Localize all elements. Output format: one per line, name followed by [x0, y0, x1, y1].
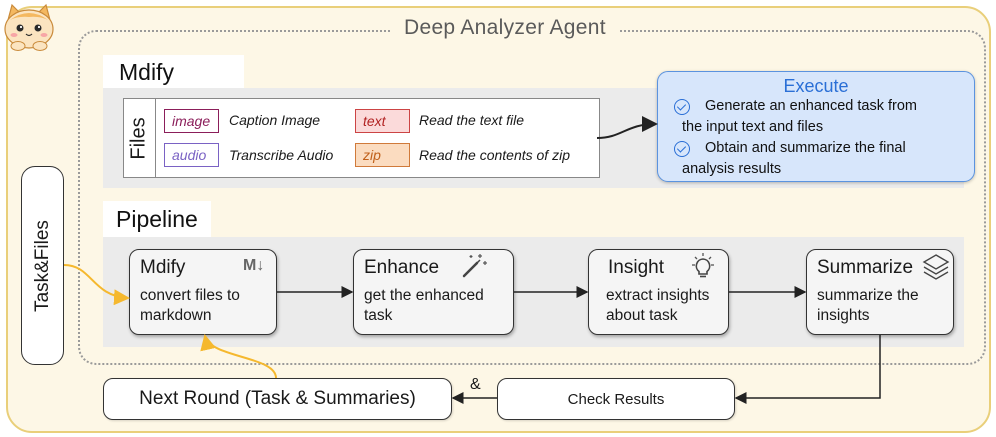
- transcribe-audio-label: Transcribe Audio: [229, 147, 334, 163]
- mdify-tab-label: Mdify: [103, 55, 244, 88]
- stage-insight-title: Insight: [608, 257, 664, 278]
- read-text-file-label: Read the text file: [419, 112, 525, 128]
- execute-title: Execute: [783, 76, 849, 96]
- stage-enhance-description: get the enhanced task: [364, 287, 484, 324]
- files-to-execute-arrow: [596, 116, 658, 139]
- stage-insight-description: extract insights about task: [606, 287, 710, 324]
- stage-insight: [588, 249, 729, 335]
- stage-mdify-description: convert files to markdown: [140, 287, 240, 324]
- check-results-box: Check Results: [497, 378, 735, 420]
- execute-item-1-line-1: Generate an enhanced task from: [705, 98, 917, 114]
- files-label: Files: [124, 99, 156, 177]
- pipeline-tab-label: Pipeline: [103, 201, 211, 237]
- stage-mdify: [129, 249, 277, 335]
- markdown-icon: M↓: [243, 257, 265, 274]
- layers-icon: [922, 254, 950, 280]
- stage-summarize-description: summarize the insights: [817, 287, 919, 324]
- check-circle-icon: [674, 99, 690, 115]
- execute-box: [657, 71, 975, 182]
- image-tag: image: [164, 109, 219, 133]
- agent-title: Deep Analyzer Agent: [390, 16, 620, 40]
- check-circle-icon: [674, 141, 690, 157]
- cat-mascot-icon: [4, 3, 54, 51]
- zip-tag: zip: [355, 143, 410, 167]
- magic-wand-icon: [462, 254, 487, 278]
- ampersand-label: &: [470, 376, 481, 393]
- read-zip-label: Read the contents of zip: [419, 147, 570, 163]
- next-round-box: Next Round (Task & Summaries): [103, 378, 452, 420]
- execute-item-2-line-2: analysis results: [682, 161, 782, 177]
- task-files-to-mdify-arrow: [63, 264, 130, 306]
- execute-item-1-line-2: the input text and files: [682, 119, 824, 135]
- caption-image-label: Caption Image: [229, 112, 321, 128]
- lightbulb-icon: [692, 253, 714, 278]
- next-round-to-mdify-arrow: [200, 334, 277, 379]
- execute-item-2-line-1: Obtain and summarize the final: [705, 140, 906, 156]
- stage-mdify-title: Mdify: [140, 257, 186, 278]
- summarize-to-check-arrow: [734, 335, 881, 404]
- task-files-box: Task&Files: [21, 166, 64, 365]
- text-tag: text: [355, 109, 410, 133]
- stage-enhance-title: Enhance: [364, 257, 440, 278]
- audio-tag: audio: [164, 143, 219, 167]
- stage-summarize: [806, 249, 954, 335]
- stage-summarize-title: Summarize: [817, 257, 914, 278]
- stage-enhance: [353, 249, 514, 335]
